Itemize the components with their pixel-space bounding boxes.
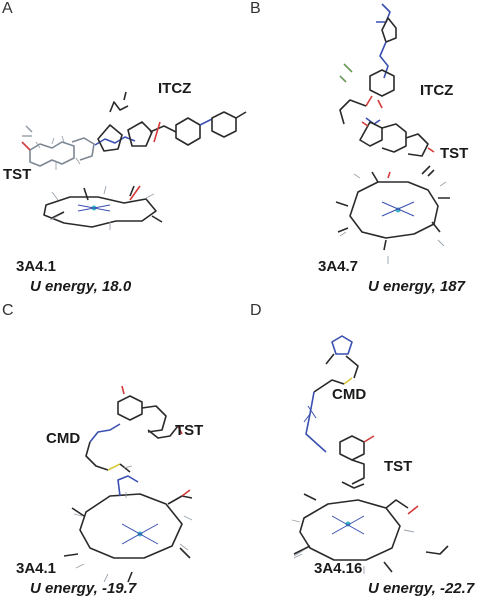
ligand-label-tst: TST [3, 166, 32, 183]
model-code: 3A4.16 [314, 560, 363, 577]
model-code: 3A4.7 [318, 258, 359, 275]
ligand-label-tst: TST [175, 422, 204, 439]
energy-value: U energy, -19.7 [30, 580, 137, 597]
molecule-structure-b [335, 3, 450, 264]
ligand-label-itcz: ITCZ [420, 82, 454, 99]
ligand-label-tst: TST [384, 458, 413, 475]
molecule-structure-c [63, 385, 193, 583]
ligand-label-itcz: ITCZ [158, 80, 192, 97]
model-code: 3A4.1 [16, 560, 57, 577]
energy-value: U energy, 18.0 [30, 278, 132, 295]
panel-letter: D [250, 302, 262, 319]
energy-value: U energy, 187 [368, 278, 465, 295]
panel-letter: A [2, 0, 13, 17]
model-code: 3A4.1 [16, 258, 57, 275]
panel-letter: B [250, 0, 261, 17]
ligand-label-cmd: CMD [332, 386, 367, 403]
molecule-structure-d [291, 335, 449, 574]
panel-c: C CMD TST 3A4.1 U energy, -19.7 [0, 302, 248, 604]
molecule-structure-a [21, 91, 247, 230]
panel-b: B ITCZ TS [248, 0, 496, 302]
energy-value: U energy, -22.7 [368, 580, 475, 597]
ligand-label-cmd: CMD [46, 430, 81, 447]
panel-d: D CMD TST 3A4.16 U energy, -22.7 [248, 302, 496, 604]
panel-a: A [0, 0, 248, 302]
panel-letter: C [2, 302, 14, 319]
ligand-label-tst: TST [440, 145, 469, 162]
